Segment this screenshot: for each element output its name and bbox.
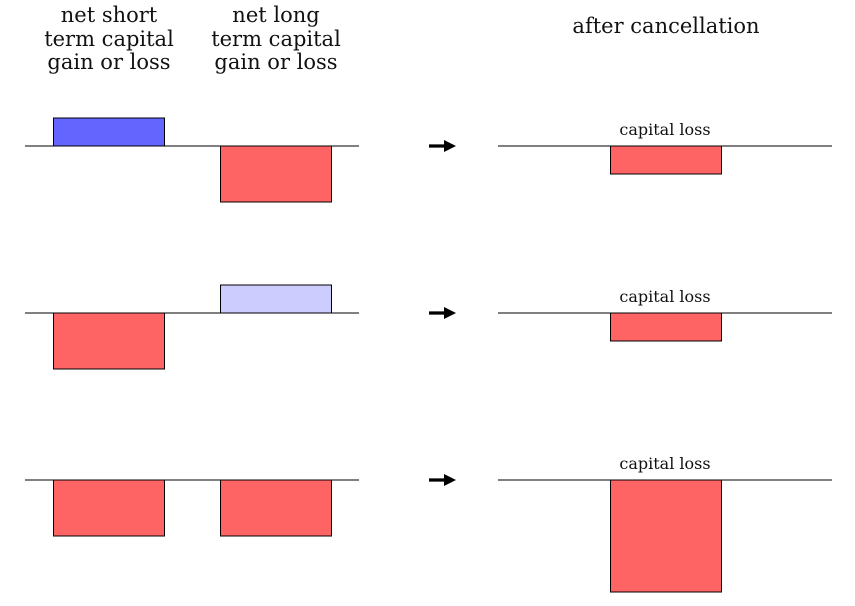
long-term-header-line-1: net long	[232, 3, 319, 27]
long-term-header-line-3: gain or loss	[214, 50, 337, 74]
long-term-loss-bar	[220, 145, 332, 203]
short-term-header-line-3: gain or loss	[47, 50, 170, 74]
after-cancellation-header: after cancellation	[572, 14, 759, 38]
diagram-row-3: capital loss	[25, 454, 832, 593]
short-term-loss-bar	[53, 312, 165, 370]
short-term-header: net short term capital gain or loss	[44, 3, 174, 74]
result-loss-bar	[610, 145, 722, 175]
diagram-row-2: capital loss	[25, 284, 832, 370]
arrow-right-icon	[429, 140, 456, 152]
long-term-gain-bar	[220, 284, 332, 314]
diagram-rows: capital loss capital loss capital loss	[25, 117, 832, 593]
long-term-header-line-2: term capital	[211, 27, 341, 51]
result-loss-bar	[610, 479, 722, 593]
result-label: capital loss	[619, 120, 710, 139]
diagram-row-1: capital loss	[25, 117, 832, 203]
result-label: capital loss	[619, 287, 710, 306]
short-term-loss-bar	[53, 479, 165, 537]
result-loss-bar	[610, 312, 722, 342]
long-term-header: net long term capital gain or loss	[211, 3, 341, 74]
short-term-header-line-2: term capital	[44, 27, 174, 51]
long-term-loss-bar	[220, 479, 332, 537]
arrow-right-icon	[429, 474, 456, 486]
arrow-right-icon	[429, 307, 456, 319]
short-term-gain-bar	[53, 117, 165, 147]
short-term-header-line-1: net short	[61, 3, 158, 27]
result-label: capital loss	[619, 454, 710, 473]
